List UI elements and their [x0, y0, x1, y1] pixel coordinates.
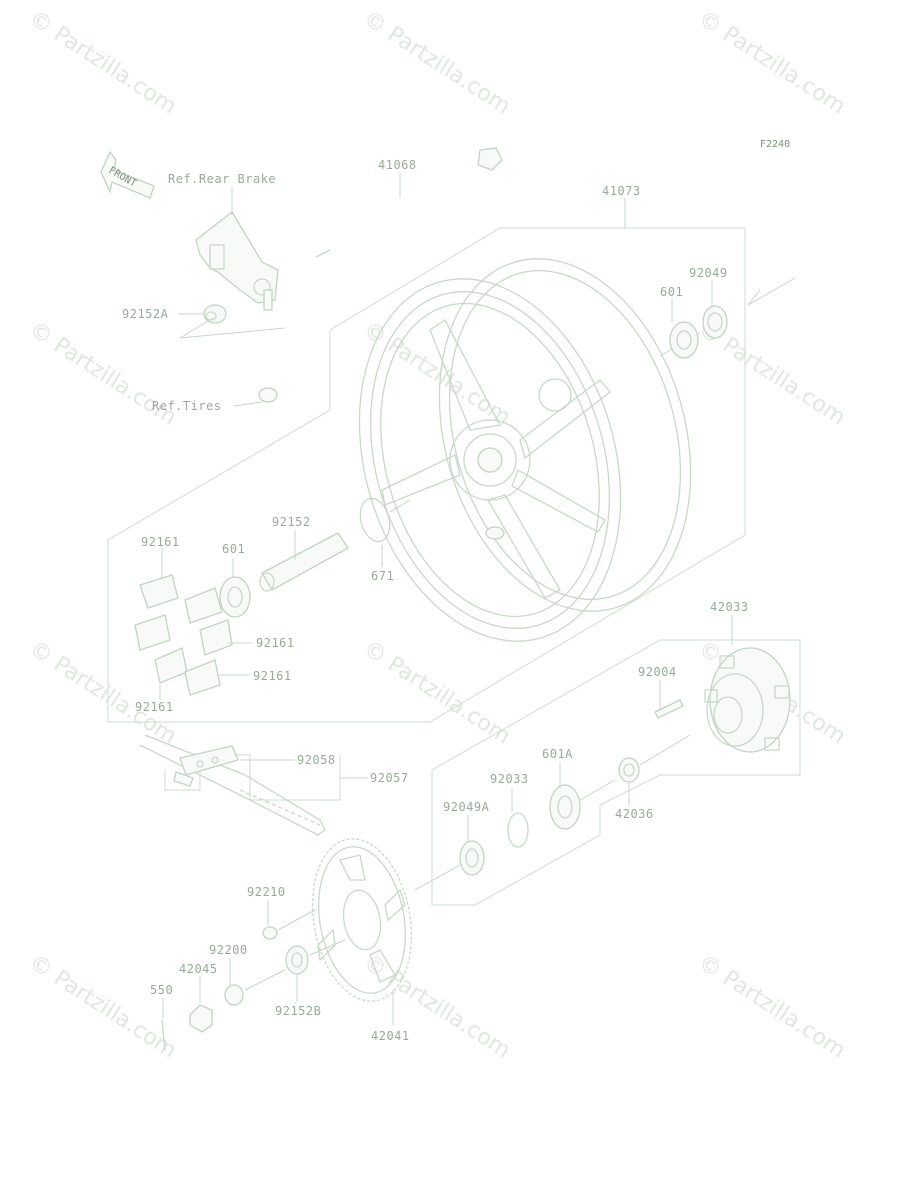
axle [279, 147, 503, 277]
label-42041[interactable]: 42041 [371, 1029, 410, 1043]
label-92152a[interactable]: 92152A [122, 307, 169, 321]
label-92058[interactable]: 92058 [297, 753, 336, 767]
collar-92152a [203, 304, 227, 324]
stud-92004 [654, 699, 684, 719]
figure-code: F2240 [760, 139, 790, 150]
washer-92200 [224, 984, 244, 1006]
label-92033[interactable]: 92033 [490, 772, 529, 786]
sprocket-hub [704, 647, 791, 753]
label-92152[interactable]: 92152 [272, 515, 311, 529]
label-601-mid[interactable]: 601 [222, 542, 245, 556]
label-92049a[interactable]: 92049A [443, 800, 490, 814]
label-92200[interactable]: 92200 [209, 943, 248, 957]
nut-92210 [262, 926, 278, 940]
watermark: © Partzilla.com [694, 6, 850, 119]
drive-chain [139, 734, 326, 836]
front-arrow-icon: FRONT [100, 150, 155, 199]
label-601-top[interactable]: 601 [660, 285, 683, 299]
collar-92152 [259, 532, 349, 592]
label-92049[interactable]: 92049 [689, 266, 728, 280]
label-42033[interactable]: 42033 [710, 600, 749, 614]
label-42036[interactable]: 42036 [615, 807, 654, 821]
label-92161-a[interactable]: 92161 [256, 636, 295, 650]
rear-sprocket [311, 838, 413, 1002]
label-92152b[interactable]: 92152B [275, 1004, 321, 1018]
watermark: © Partzilla.com [359, 636, 515, 749]
label-92161-c[interactable]: 92161 [135, 700, 174, 714]
label-671[interactable]: 671 [371, 569, 394, 583]
watermark: © Partzilla.com [359, 317, 515, 430]
bearing-601-top [669, 321, 699, 359]
bearing-601a [549, 784, 581, 830]
seal-92049 [702, 305, 728, 339]
watermark: © Partzilla.com [25, 950, 181, 1063]
watermark: © Partzilla.com [359, 6, 515, 119]
label-601a[interactable]: 601A [542, 747, 573, 761]
label-ref-rear-brake[interactable]: Ref.Rear Brake [168, 172, 276, 186]
nut-42045 [189, 1004, 213, 1033]
label-92210[interactable]: 92210 [247, 885, 286, 899]
watermark: © Partzilla.com [25, 6, 181, 119]
label-92057[interactable]: 92057 [370, 771, 409, 785]
collar-92152b [285, 945, 309, 975]
rear-wheel [358, 258, 692, 642]
hub-group-box [431, 639, 801, 906]
watermark: © Partzilla.com [25, 636, 181, 749]
collar-42036 [618, 757, 640, 783]
label-41068[interactable]: 41068 [378, 158, 417, 172]
label-42045[interactable]: 42045 [179, 962, 218, 976]
label-550[interactable]: 550 [150, 983, 173, 997]
seal-92049a [459, 840, 485, 876]
master-link-92058 [173, 745, 239, 787]
label-92161-top[interactable]: 92161 [141, 535, 180, 549]
cotter-pin-550 [161, 1019, 166, 1051]
watermark: © Partzilla.com [359, 950, 515, 1063]
label-ref-tires[interactable]: Ref.Tires [152, 399, 222, 413]
part-labels: Ref.Rear Brake 41068 41073 92049 601 921… [122, 158, 749, 1043]
label-41073[interactable]: 41073 [602, 184, 641, 198]
watermark: © Partzilla.com [694, 950, 850, 1063]
label-92004[interactable]: 92004 [638, 665, 677, 679]
dampers-92161 [134, 574, 233, 696]
o-ring-671 [359, 497, 391, 543]
wheel-group-box [107, 227, 746, 723]
circlip-92033 [507, 812, 529, 848]
tire-valve [258, 289, 278, 403]
watermark: © Partzilla.com [25, 317, 181, 430]
label-92161-b[interactable]: 92161 [253, 669, 292, 683]
bearing-601-mid [219, 576, 251, 618]
leader-lines [159, 172, 733, 1025]
